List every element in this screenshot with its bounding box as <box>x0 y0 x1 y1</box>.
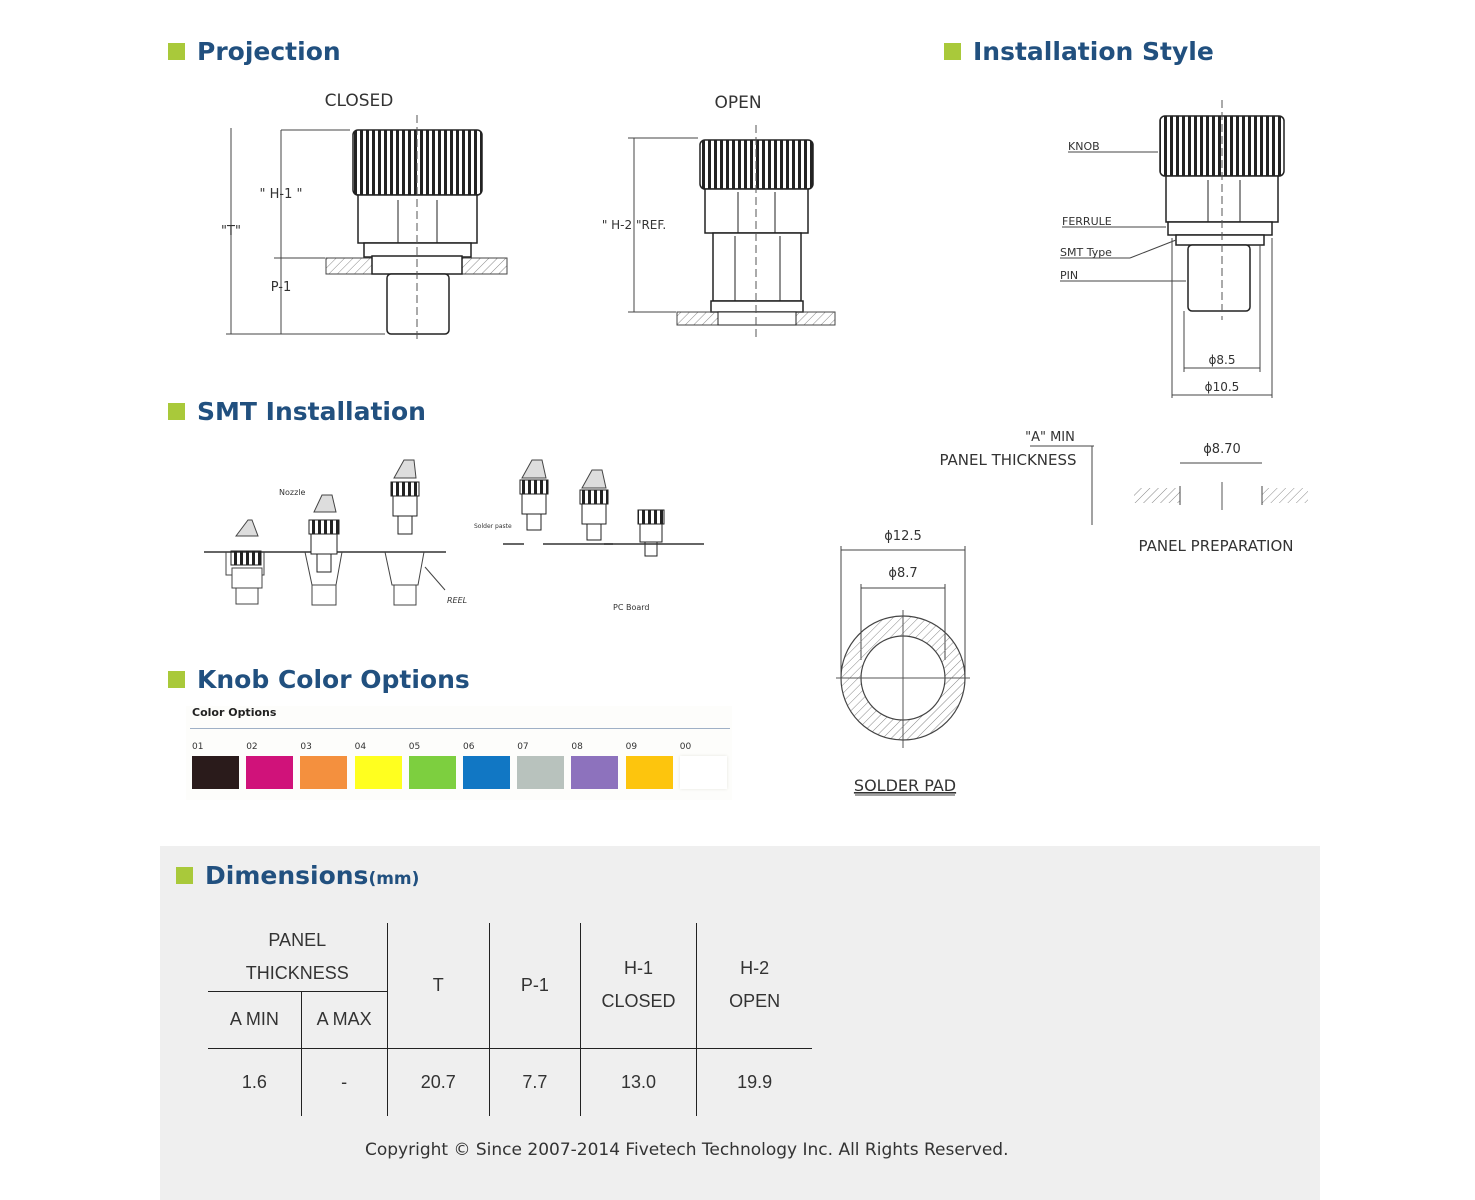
color-option-03: 03 <box>300 742 348 789</box>
color-swatch <box>408 756 456 789</box>
installation-style-heading: Installation Style <box>944 37 1214 66</box>
bullet-square-icon <box>168 671 185 688</box>
color-option-code: 00 <box>679 742 692 752</box>
knob-callout-label: KNOB <box>1068 140 1100 153</box>
color-swatch <box>354 756 402 789</box>
h1-dim-label: " H-1 " <box>260 187 303 202</box>
panel-preparation-drawing: "A" MIN PANEL THICKNESS ϕ8.70 PANEL PREP… <box>939 430 1308 555</box>
color-swatch <box>192 756 239 789</box>
color-option-code: 07 <box>517 742 529 752</box>
color-swatch <box>625 756 673 789</box>
color-option-code: 09 <box>625 742 638 752</box>
bullet-square-icon <box>168 403 185 420</box>
open-label: OPEN <box>714 93 761 113</box>
h1-closed-header: H-1 CLOSED <box>580 923 698 1049</box>
pin-callout-label: PIN <box>1060 269 1078 282</box>
ferrule-diameter-label: ϕ10.5 <box>1205 380 1240 394</box>
smt-installation-heading: SMT Installation <box>168 397 426 426</box>
copyright-text: Copyright © Since 2007-2014 Fivetech Tec… <box>365 1140 1009 1160</box>
dimensions-table: PANEL THICKNESS T P-1 H-1 CLOSED H-2 OPE… <box>208 923 812 1116</box>
a-min-value: 1.6 <box>208 1048 302 1116</box>
reel-label: REEL <box>447 596 467 605</box>
color-option-08: 08 <box>571 742 619 789</box>
color-swatch <box>517 756 565 789</box>
t-dim-label: "T" <box>221 224 241 239</box>
bullet-square-icon <box>168 43 185 60</box>
h2-value: 19.9 <box>737 1071 773 1092</box>
a-max-value: - <box>301 1048 388 1116</box>
pad-inner-diameter-label: ϕ8.7 <box>888 566 917 581</box>
panel-thickness-label: PANEL THICKNESS <box>939 451 1076 469</box>
h1-value: 13.0 <box>580 1048 698 1116</box>
color-option-code: 08 <box>571 742 583 752</box>
color-swatch <box>463 756 510 789</box>
h2-dim-label: " H-2 "REF. <box>602 218 666 232</box>
panel-thickness-header: PANEL THICKNESS <box>208 923 388 992</box>
installation-style-drawing: KNOB FERRULE SMT Type PIN ϕ8.5 ϕ10.5 <box>1060 100 1285 398</box>
bullet-square-icon <box>944 43 961 60</box>
projection-heading: Projection <box>168 37 341 66</box>
pad-outer-diameter-label: ϕ12.5 <box>884 529 922 544</box>
color-option-code: 06 <box>463 742 475 752</box>
color-option-code: 05 <box>408 742 421 752</box>
color-options-panel: Color Options 01 02 03 04 05 06 07 08 09 00 <box>186 706 732 800</box>
dimensions-heading: Dimensions(mm) <box>176 861 419 890</box>
bullet-square-icon <box>176 867 193 884</box>
color-option-01: 01 <box>192 742 240 789</box>
color-options-divider <box>190 728 730 729</box>
color-option-code: 03 <box>300 742 312 752</box>
color-option-code: 04 <box>354 742 367 752</box>
ferrule-callout-label: FERRULE <box>1062 215 1112 228</box>
solder-pad-drawing: ϕ12.5 ϕ8.7 SOLDER PAD <box>836 529 970 796</box>
pc-board-label: PC Board <box>613 603 649 612</box>
color-swatch <box>246 756 294 789</box>
color-option-05: 05 <box>408 742 457 789</box>
p1-value: 7.7 <box>489 1048 581 1116</box>
a-max-header: A MAX <box>301 991 388 1049</box>
panel-hole-diameter-label: ϕ8.70 <box>1203 442 1241 457</box>
table-row: 1.6 - 20.7 7.7 13.0 19.9 <box>208 1048 812 1116</box>
t-header: T <box>387 923 491 1049</box>
color-option-04: 04 <box>354 742 403 789</box>
p1-dim-label: P-1 <box>271 280 292 295</box>
color-option-06: 06 <box>463 742 511 789</box>
smt-installation-drawing: Nozzle REEL Solder paste PC Board <box>204 459 704 612</box>
color-swatch <box>300 756 348 789</box>
solder-paste-label: Solder paste <box>474 523 512 530</box>
knob-color-options-heading: Knob Color Options <box>168 665 470 694</box>
a-min-label: "A" MIN <box>1025 430 1075 445</box>
closed-projection-drawing: CLOSED " H-1 " "T" P-1 <box>221 91 508 342</box>
solder-pad-label: SOLDER PAD <box>854 776 956 795</box>
t-value: 20.7 <box>387 1048 491 1116</box>
open-projection-drawing: OPEN " H-2 "REF. <box>602 93 836 340</box>
color-option-02: 02 <box>246 742 294 789</box>
a-min-header: A MIN <box>208 991 302 1049</box>
color-options-title: Color Options <box>192 706 277 719</box>
p1-header: P-1 <box>489 923 581 1049</box>
color-swatch <box>679 756 727 789</box>
color-option-code: 01 <box>192 742 204 752</box>
smt-type-callout-label: SMT Type <box>1060 246 1112 259</box>
nozzle-label: Nozzle <box>279 488 306 497</box>
h2-open-header: H-2 OPEN <box>696 923 812 1049</box>
technical-drawings: CLOSED " H-1 " "T" P-1 OPEN " <box>204 91 1308 796</box>
panel-preparation-label: PANEL PREPARATION <box>1139 537 1294 555</box>
color-option-09: 09 <box>625 742 674 789</box>
closed-label: CLOSED <box>325 91 394 111</box>
color-option-07: 07 <box>517 742 565 789</box>
color-option-00: 00 <box>679 742 728 789</box>
pin-diameter-label: ϕ8.5 <box>1209 353 1236 367</box>
color-swatch <box>571 756 619 789</box>
color-option-code: 02 <box>246 742 258 752</box>
